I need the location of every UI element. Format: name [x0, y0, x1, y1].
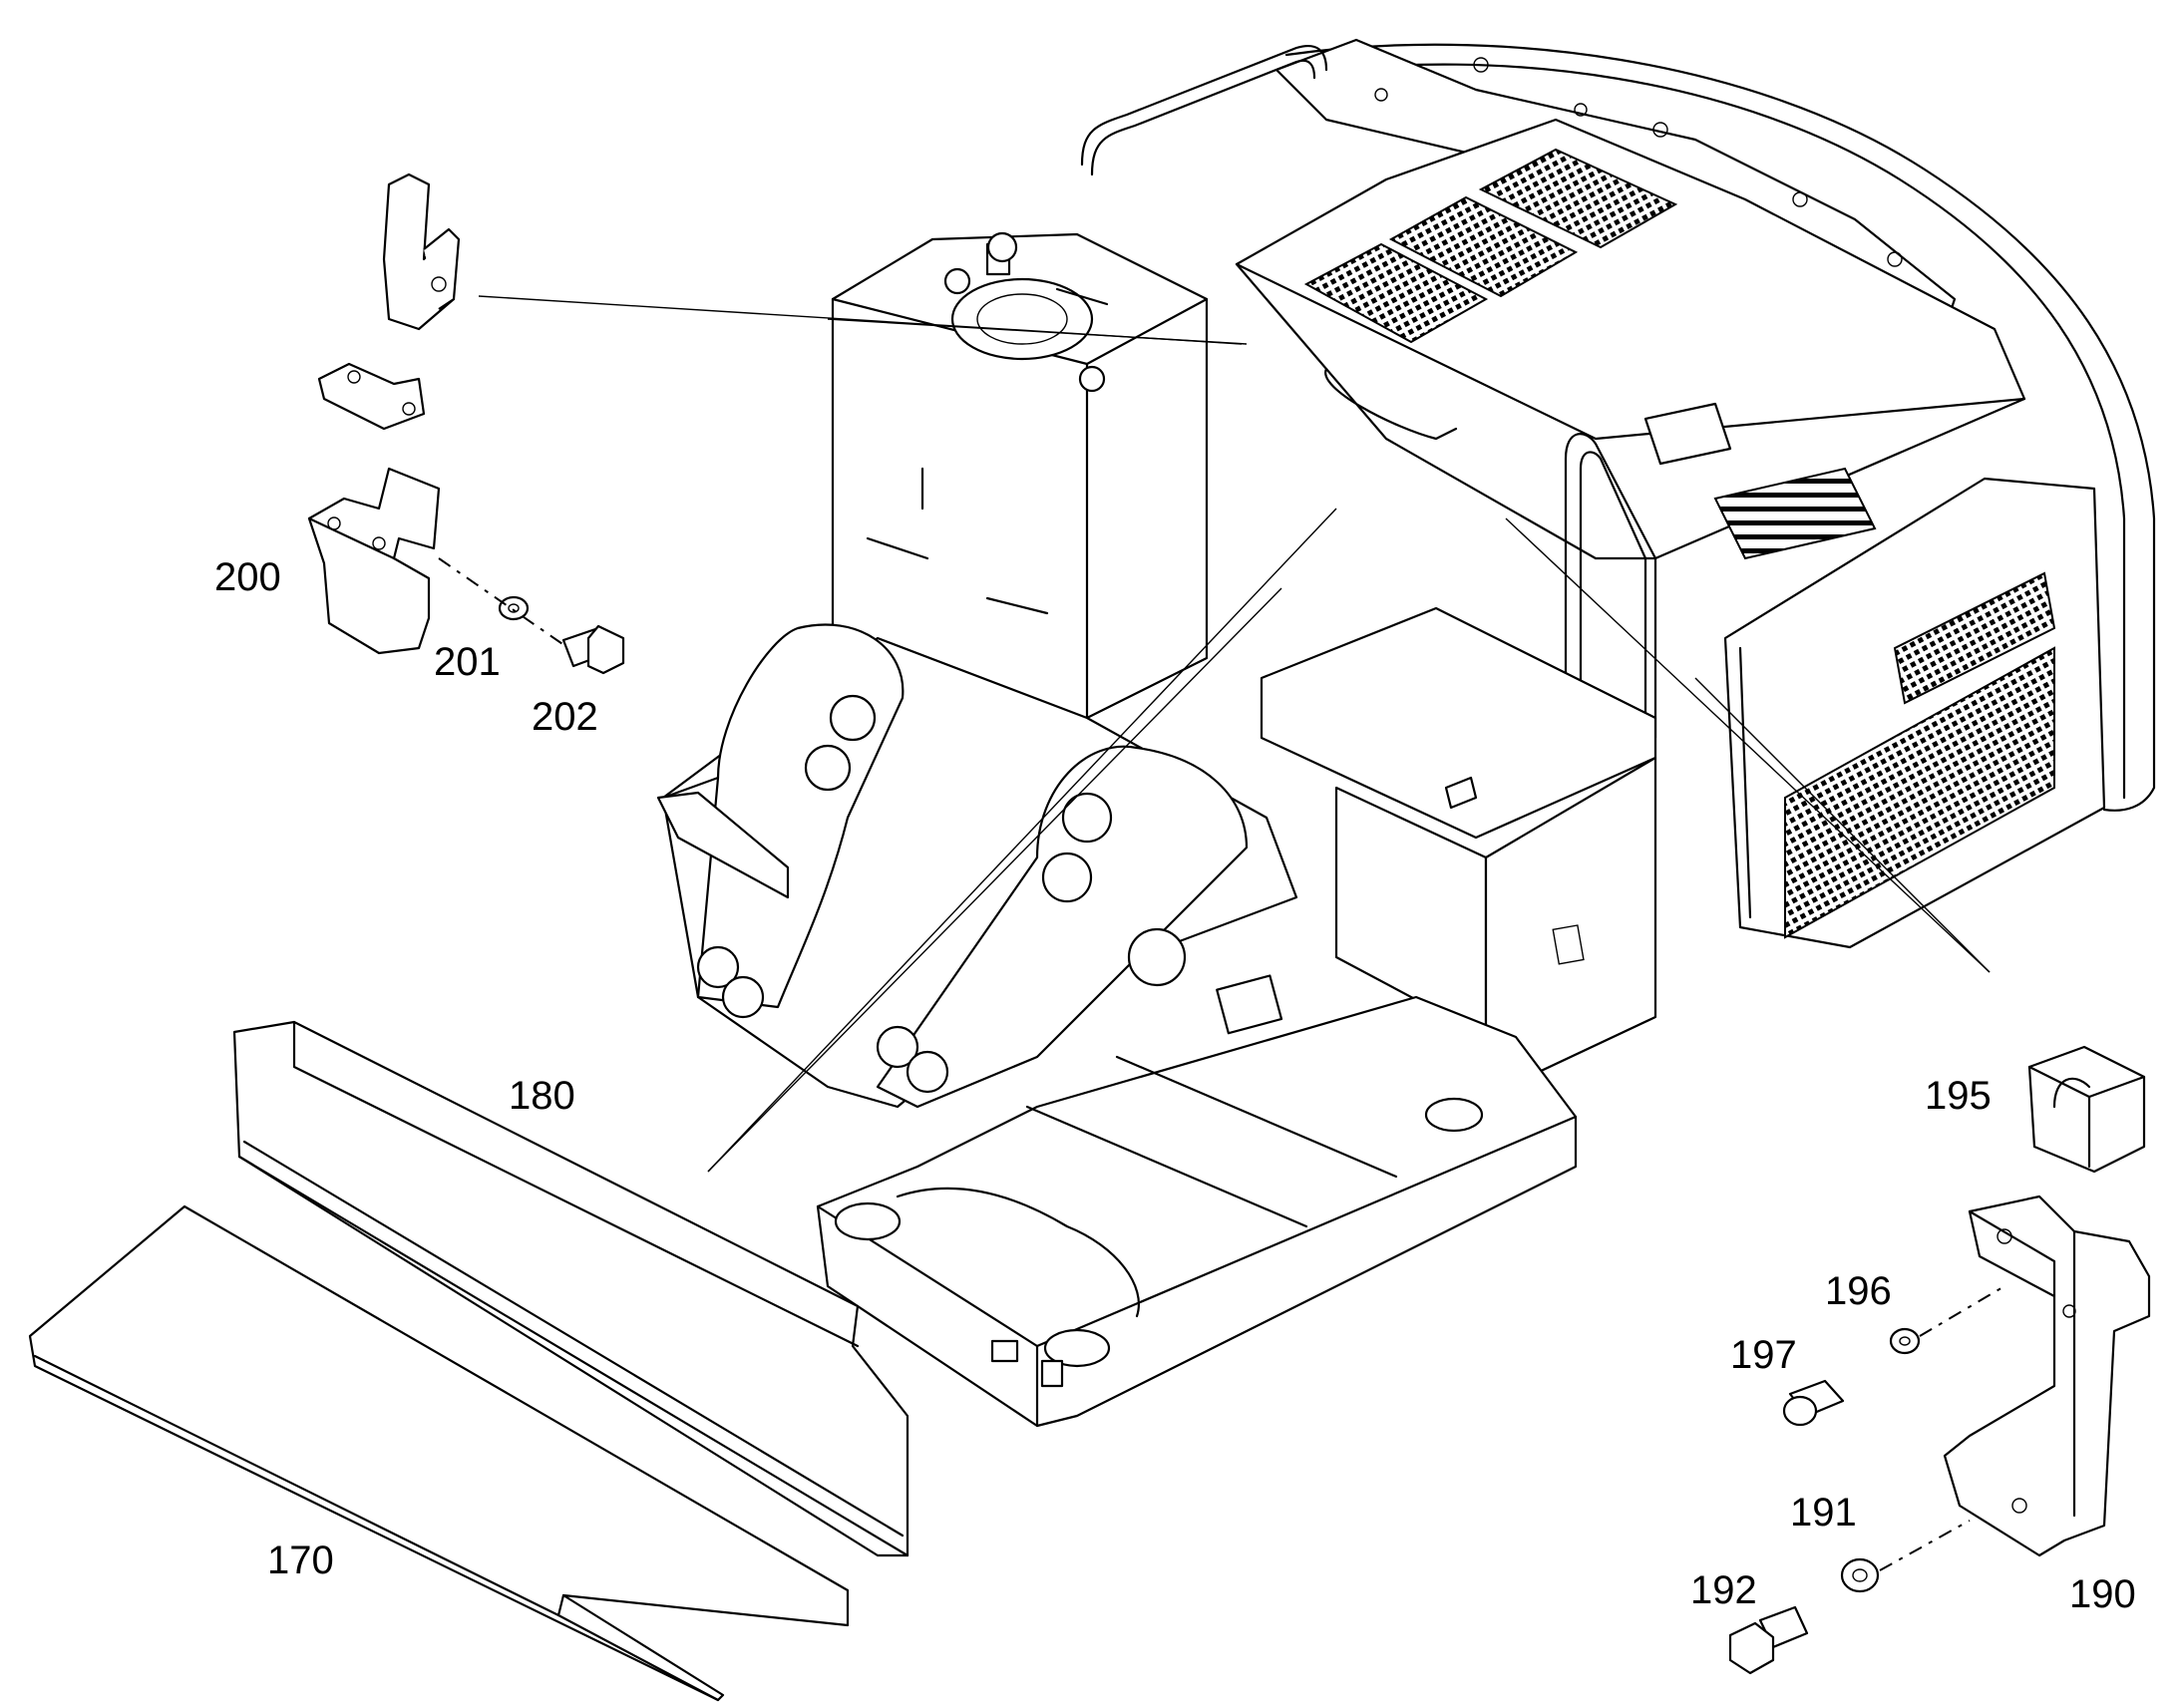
- label-196: 196: [1825, 1269, 1892, 1313]
- washer-201: [498, 595, 530, 621]
- bracket-190: [1943, 1195, 2151, 1557]
- washer-191: [1840, 1557, 1880, 1593]
- axis-line-196: [1919, 1285, 2005, 1337]
- washer-196: [1889, 1327, 1921, 1355]
- label-197: 197: [1730, 1333, 1797, 1377]
- upper-frame-assembly: [656, 38, 2156, 1428]
- label-200: 200: [214, 555, 281, 599]
- bracket-200: [307, 467, 441, 655]
- latch-assembly: [317, 172, 461, 431]
- axis-line-200: [438, 557, 569, 649]
- label-170: 170: [267, 1538, 334, 1582]
- label-191: 191: [1790, 1491, 1857, 1535]
- cover-bolts: [1374, 57, 1903, 267]
- block-195: [2027, 1045, 2146, 1174]
- cover-plate-180: [232, 1020, 909, 1557]
- label-202: 202: [532, 695, 598, 739]
- bolt-192: [1728, 1605, 1809, 1675]
- label-201: 201: [434, 640, 501, 684]
- floor-plate-170: [28, 1204, 850, 1702]
- label-195: 195: [1925, 1074, 1992, 1118]
- bolt-197: [1782, 1379, 1845, 1427]
- label-180: 180: [509, 1074, 575, 1118]
- label-190: 190: [2069, 1572, 2136, 1616]
- axis-line-191: [1879, 1520, 1971, 1571]
- label-192: 192: [1690, 1568, 1757, 1612]
- bolt-202: [561, 624, 625, 675]
- leader-lines: [478, 295, 1991, 1173]
- part-number-labels: 200 201 202 180 170 195 196 197 191 192 …: [214, 555, 2136, 1616]
